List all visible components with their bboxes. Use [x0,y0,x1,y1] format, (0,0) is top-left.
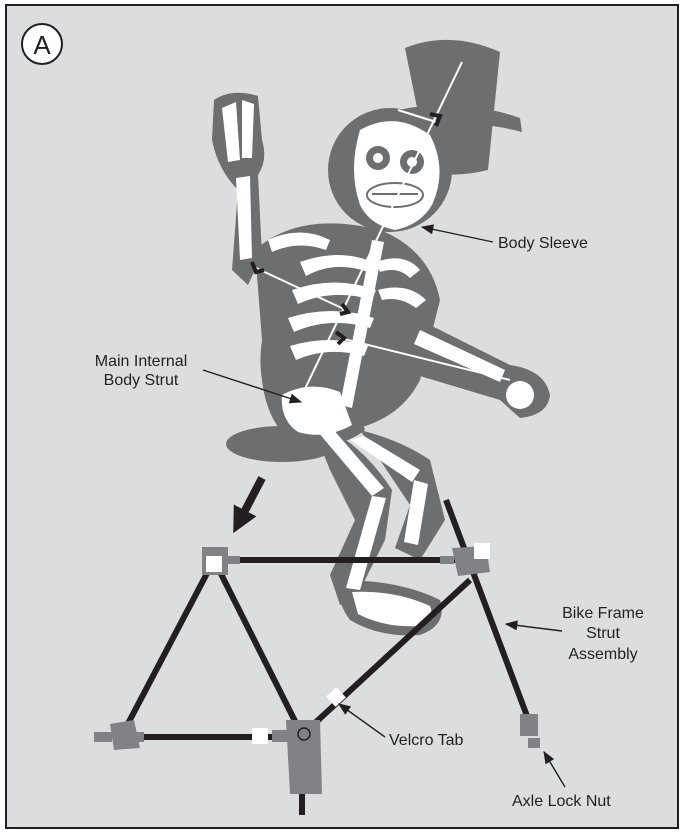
label-bike-frame-line3: Assembly [568,646,637,663]
panel-badge-letter: A [33,30,51,60]
label-axle-lock-nut: Axle Lock Nut [512,793,611,810]
label-bike-frame-line2: Strut [586,625,620,642]
panel-badge: A [22,24,62,64]
label-main-strut-line2: Body Strut [104,372,179,389]
label-bike-frame-line1: Bike Frame [562,605,644,622]
label-main-strut-line1: Main Internal [95,353,188,370]
label-velcro-tab: Velcro Tab [389,732,464,749]
label-body-sleeve: Body Sleeve [498,235,588,252]
